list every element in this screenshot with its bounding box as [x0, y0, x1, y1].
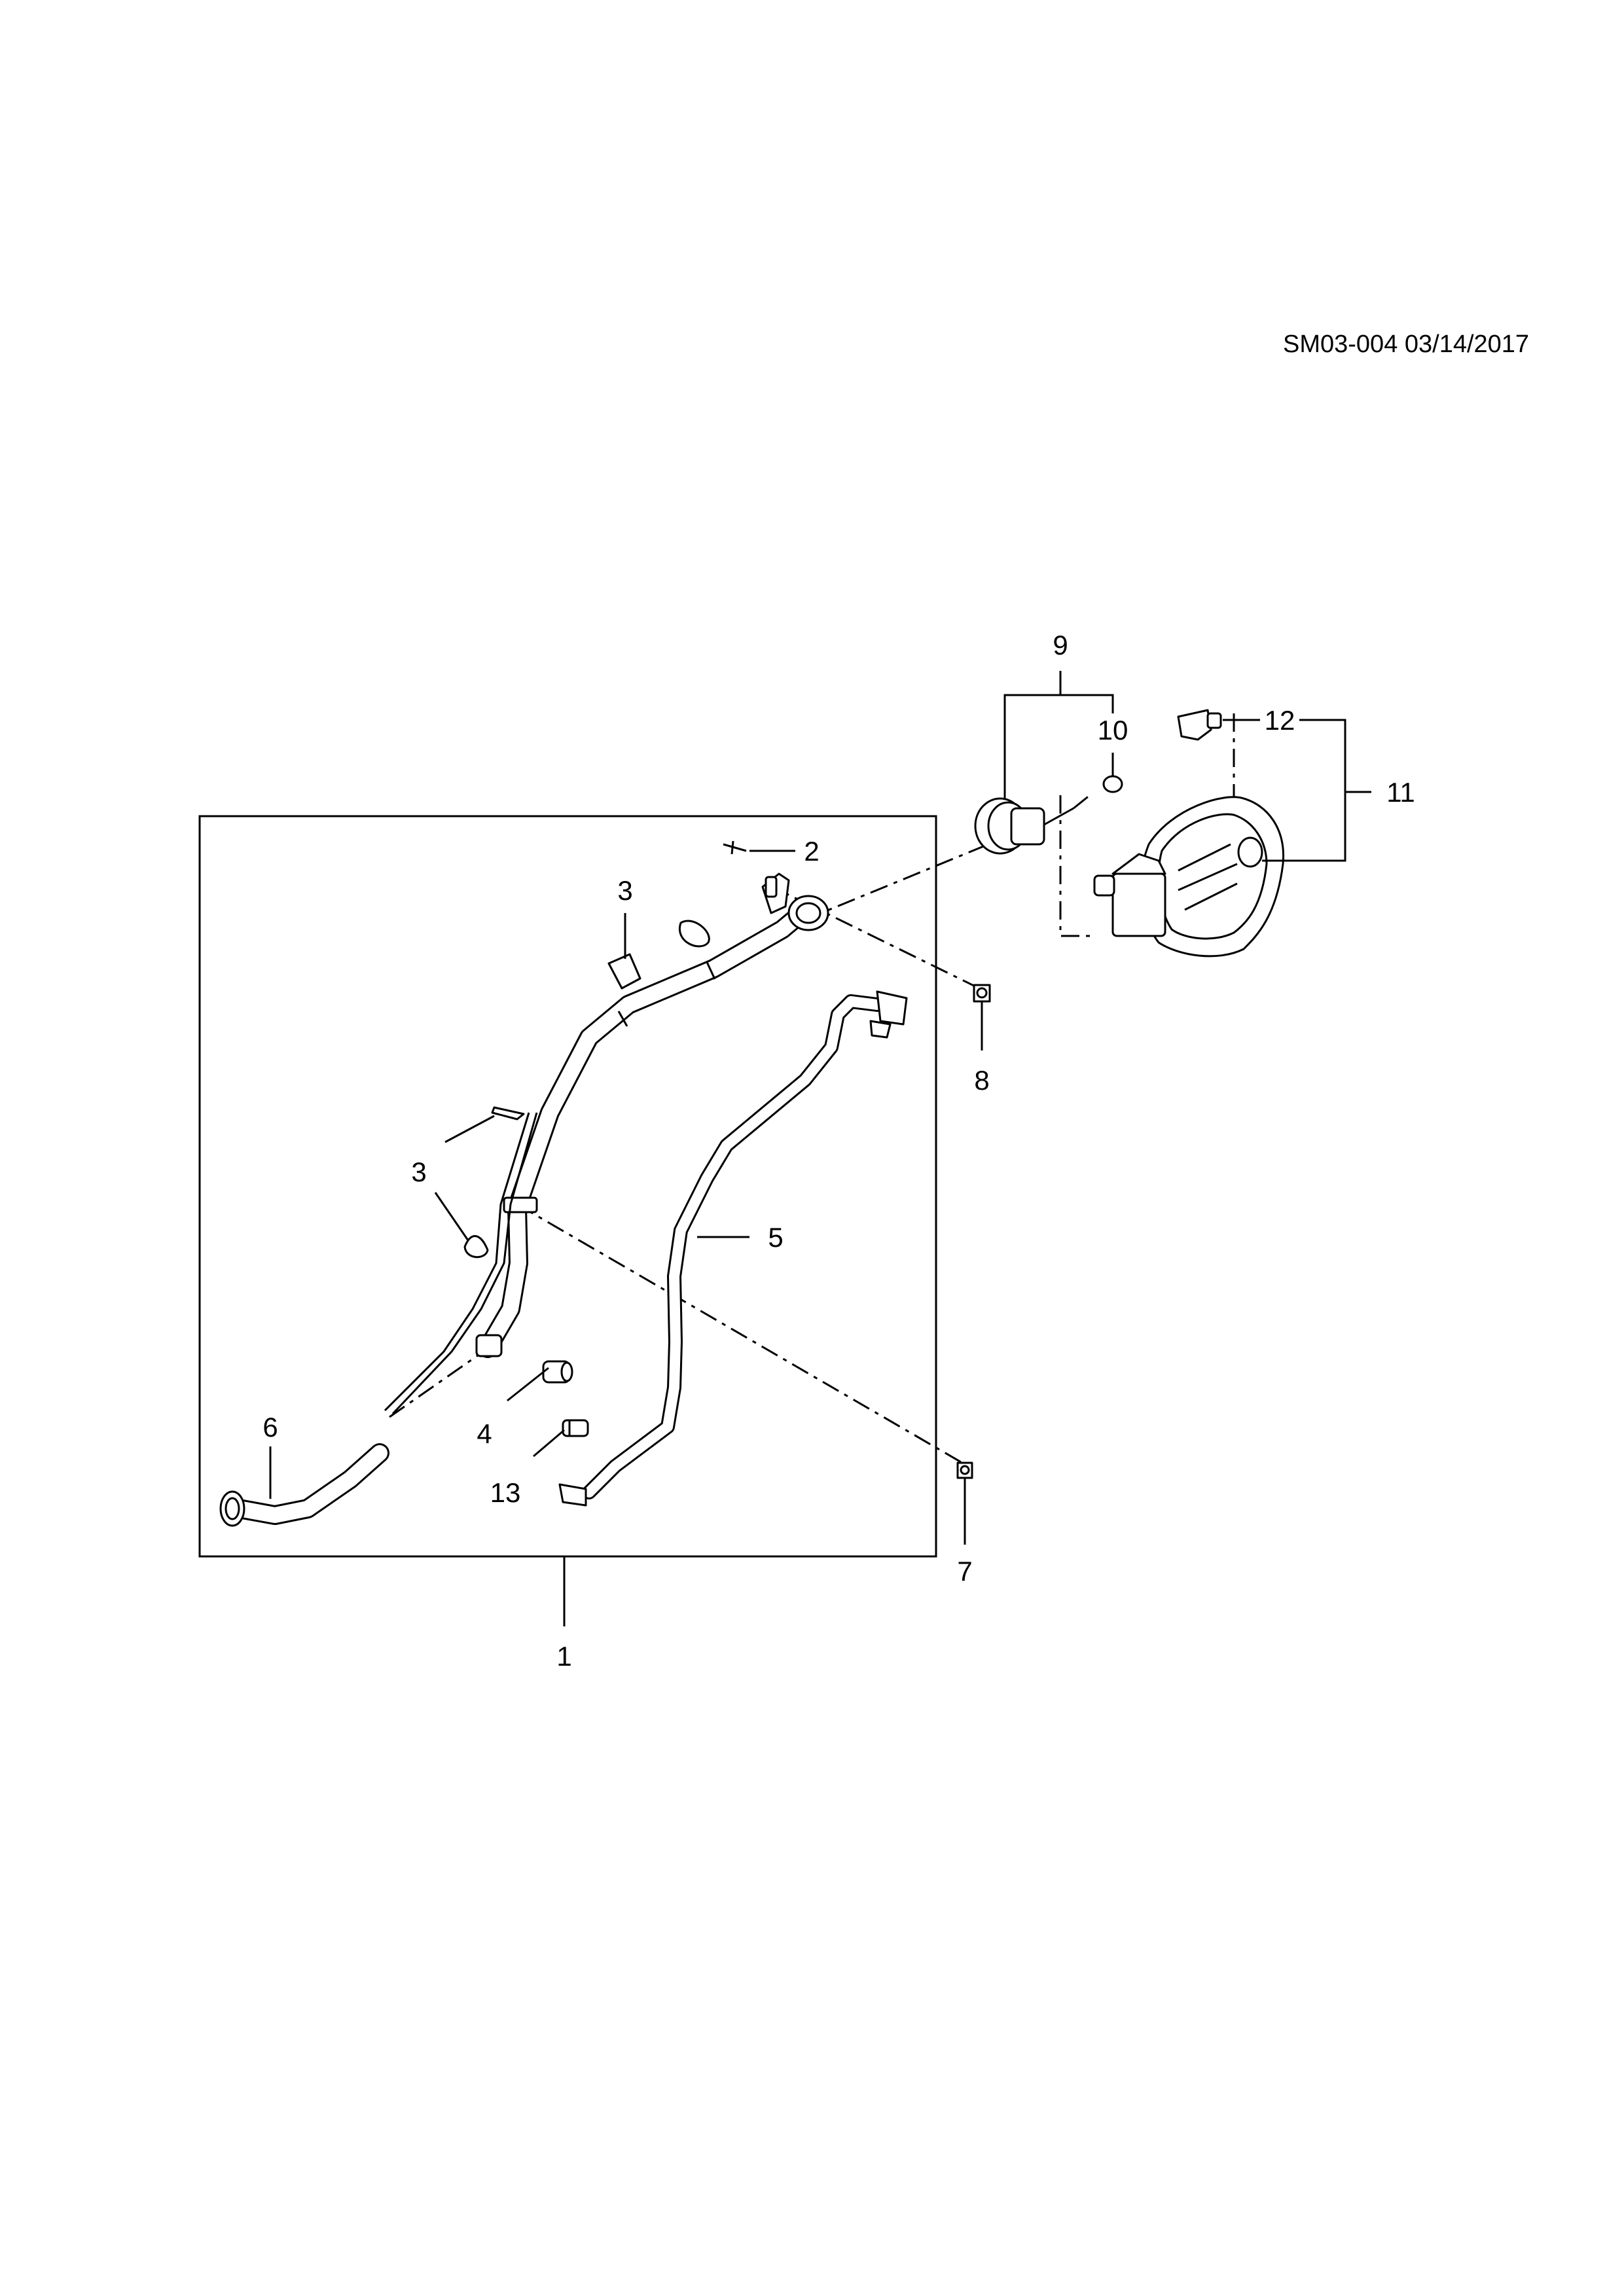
callout-9: 9	[1053, 630, 1068, 660]
leader-3b-upper	[444, 1115, 495, 1143]
actuator-12	[1177, 709, 1222, 741]
seal-3-upper	[607, 953, 641, 990]
bolt-7	[956, 1462, 973, 1479]
fuel-door-housing-11	[1093, 796, 1285, 958]
leader-13	[533, 1429, 565, 1458]
seal-3-lower	[463, 1235, 489, 1259]
callout-1: 1	[556, 1641, 571, 1672]
callout-13: 13	[490, 1477, 521, 1508]
callout-6: 6	[262, 1412, 278, 1443]
filler-pipe	[384, 903, 812, 1415]
assembly-line-cap	[804, 843, 989, 921]
leader-3b-lower	[434, 1192, 469, 1241]
seal-3-thin	[491, 1106, 525, 1121]
assembly-box	[198, 815, 937, 1558]
bracket-11	[1262, 719, 1346, 862]
clamp-4	[542, 1360, 573, 1384]
drawing-reference: SM03-004 03/14/2017	[1283, 331, 1530, 358]
assembly-line-housing	[1059, 795, 1090, 937]
leader-4	[507, 1367, 549, 1402]
callout-12: 12	[1265, 705, 1295, 736]
clip-13	[562, 1419, 589, 1437]
screw-2	[723, 840, 747, 855]
callout-5: 5	[768, 1222, 783, 1253]
callout-7: 7	[957, 1556, 972, 1587]
callout-2: 2	[804, 836, 819, 867]
bracket-9	[1003, 694, 1114, 800]
assembly-line-bolt-7	[516, 1203, 963, 1464]
cap-retainer-10	[1102, 775, 1123, 793]
filler-neck-head	[761, 872, 829, 931]
filler-tube-6	[219, 1443, 389, 1527]
callout-8: 8	[974, 1065, 989, 1096]
callout-11: 11	[1386, 777, 1415, 808]
vent-hose-5	[558, 990, 908, 1507]
assembly-line-tether	[1073, 794, 1091, 810]
callout-3-upper: 3	[617, 875, 632, 906]
callout-10: 10	[1098, 715, 1128, 745]
bolt-8	[973, 984, 991, 1003]
callout-3-lower: 3	[411, 1157, 426, 1187]
callout-4: 4	[477, 1418, 492, 1449]
fuel-cap-9	[974, 797, 1074, 855]
seal-3-ring-upper	[678, 920, 710, 948]
